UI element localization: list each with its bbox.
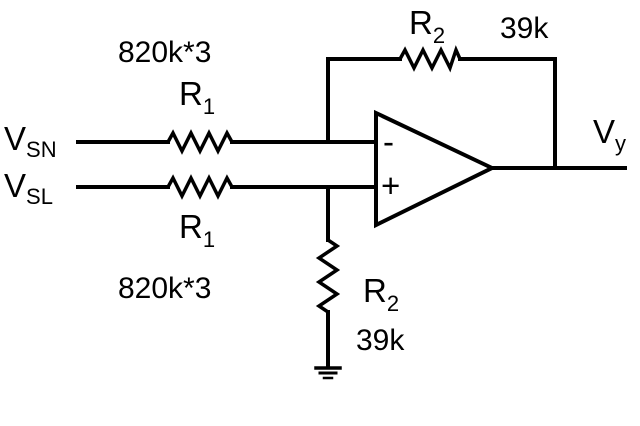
ground-icon [314, 366, 342, 380]
r1-bottom-label: R1 [179, 208, 215, 252]
vsn-label: VSN [4, 120, 57, 162]
r2-feedback-resistor [398, 45, 462, 73]
r2-ground-resistor [315, 238, 341, 314]
noninverting-input-symbol: + [381, 167, 400, 204]
r1-top-value: 820k*3 [118, 36, 211, 69]
r1-bottom-value: 820k*3 [118, 272, 211, 305]
r2-feedback-label: R2 [409, 4, 445, 48]
wires [76, 57, 627, 368]
r1-top-label: R1 [179, 75, 215, 119]
r2-ground-label: R2 [363, 272, 399, 316]
op-amp-triangle [374, 109, 497, 229]
r1-bottom-resistor [166, 174, 234, 200]
r2-ground-value: 39k [356, 324, 405, 357]
r1-top-resistor [166, 129, 234, 155]
inverting-input-symbol: - [383, 123, 394, 160]
vsl-label: VSL [4, 167, 53, 209]
vy-label: Vy [593, 113, 626, 156]
r2-feedback-value: 39k [500, 12, 549, 45]
